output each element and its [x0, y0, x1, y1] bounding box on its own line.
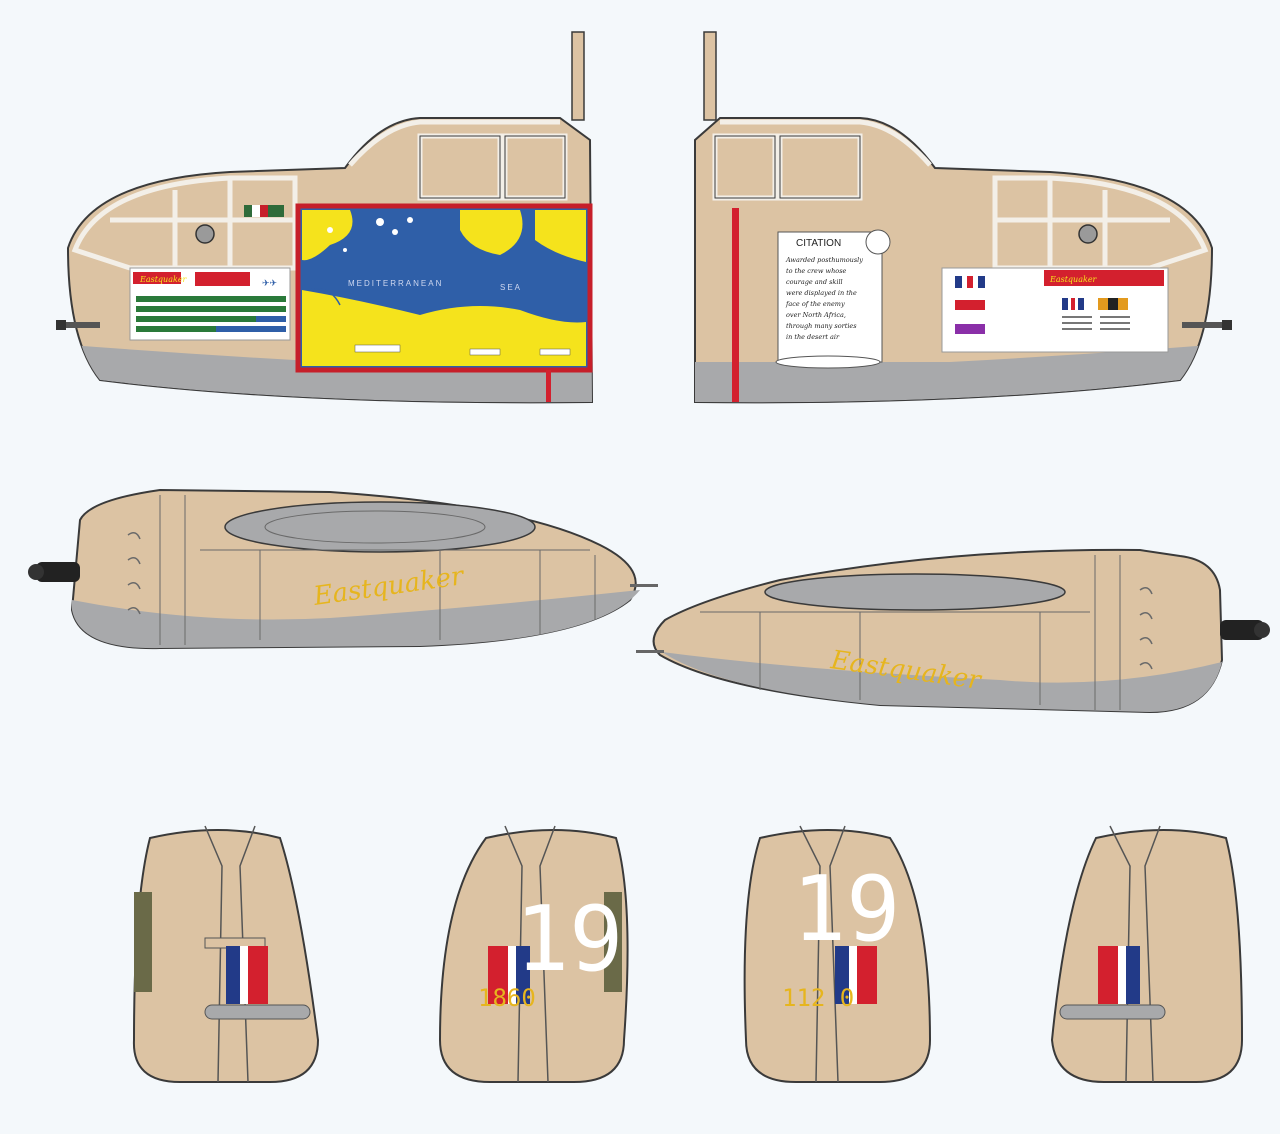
- citation-line: in the desert air: [786, 333, 840, 341]
- fin-flash-icon: [226, 946, 268, 1004]
- map-panel: MEDITERRANEAN SEA: [295, 203, 593, 373]
- red-stripe: [732, 208, 739, 402]
- citation-line: were displayed in the: [786, 289, 857, 297]
- citation-line: to the crew whose: [786, 267, 847, 275]
- ribbon-bar-icon: Eastquaker: [941, 267, 1169, 353]
- svg-text:Eastquaker: Eastquaker: [1049, 275, 1098, 284]
- citation-line: face of the enemy: [785, 300, 845, 308]
- left-side-profile: Eastquaker ✈✈ MEDITERRANEAN SEA: [56, 31, 594, 404]
- fin-serial: 1860: [478, 984, 536, 1012]
- nose-section-left: Eastquaker: [28, 488, 658, 650]
- nose-gun-icon: [28, 562, 80, 582]
- fin-2: 19 1860: [438, 825, 629, 1083]
- nose-gun-icon: [56, 320, 100, 330]
- fin-flash-icon: [835, 946, 877, 1004]
- citation-line: courage and skill: [786, 278, 843, 286]
- porthole-window: [195, 224, 215, 244]
- mast-antenna: [703, 31, 717, 121]
- fin-3: 19 112 0: [743, 825, 932, 1083]
- underside-grey: [695, 345, 1210, 403]
- olive-panel: [134, 892, 152, 992]
- fin-4: [1050, 825, 1244, 1083]
- porthole-window: [1078, 224, 1098, 244]
- citation-scroll: CITATION Awarded posthumously to the crew…: [775, 229, 891, 369]
- tail-gun-icon: [1182, 320, 1232, 330]
- fin-flash-icon: [1098, 946, 1140, 1004]
- mission-tally-icon: Eastquaker ✈✈: [129, 267, 291, 341]
- red-stripe: [546, 370, 551, 402]
- citation-line: over North Africa,: [786, 311, 846, 319]
- fin-code: 19: [515, 887, 623, 992]
- fin-serial: 112 0: [782, 984, 854, 1012]
- fin-1: [132, 825, 320, 1083]
- dorsal-hatch: [764, 573, 1066, 611]
- nose-section-right: Eastquaker: [636, 548, 1270, 714]
- map-sea-label: MEDITERRANEAN: [348, 279, 443, 288]
- dorsal-hatch: [224, 501, 536, 553]
- olive-panel: [604, 892, 622, 992]
- citation-heading: CITATION: [796, 238, 841, 249]
- fin-flash-icon: [488, 946, 530, 1004]
- citation-line: Awarded posthumously: [785, 256, 863, 264]
- mast-antenna: [571, 31, 585, 121]
- citation-line: through many sorties: [786, 322, 857, 330]
- svg-text:Eastquaker: Eastquaker: [139, 275, 188, 284]
- fin-code: 19: [792, 857, 900, 962]
- svg-text:✈✈: ✈✈: [262, 278, 278, 288]
- underside-grey: [70, 345, 592, 403]
- tail-gun-icon: [1220, 620, 1270, 640]
- map-sea-label-2: SEA: [500, 283, 522, 292]
- right-side-profile: CITATION Awarded posthumously to the crew…: [694, 31, 1232, 404]
